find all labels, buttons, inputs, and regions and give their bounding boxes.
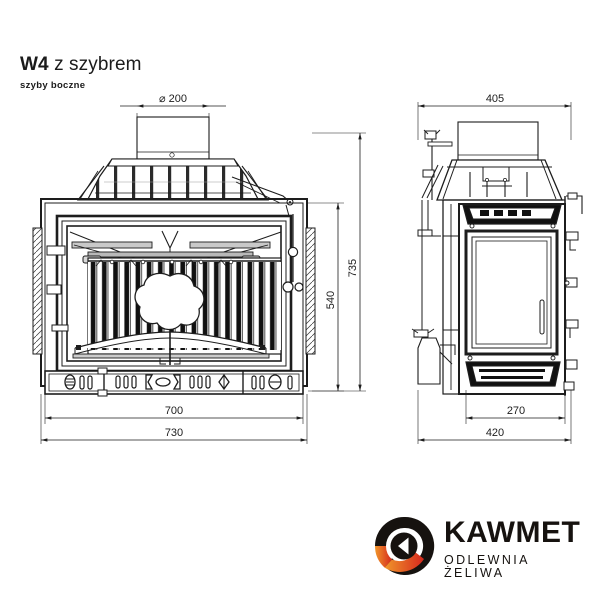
page-title: W4 z szybrem [20,55,142,74]
page-subtitle: szyby boczne [20,80,86,91]
side-bottom-grille [465,355,561,387]
plinth-vent-right [251,374,293,390]
door-latch [282,214,304,293]
side-right-fittings [563,192,583,396]
flue-collar [136,116,210,160]
front-elevation-view [32,116,316,397]
side-top-grille [462,204,562,229]
title-block: W4 z szybrem szyby boczne [20,55,142,91]
dimension-label-width-outer: 730 [165,427,183,439]
dimension-label-height-total: 735 [347,259,359,277]
dimension-label-flue: ⌀ 200 [159,93,187,105]
plinth-vent-center [115,373,230,391]
brand-tagline: ODLEWNIA ŻELIWA [444,553,530,580]
dimension-label-depth-outer: 420 [486,427,504,439]
dimension-outer-width: 730 [40,394,308,444]
dimension-label-width-inner: 700 [165,405,183,417]
product-variant: z szybrem [48,54,142,75]
dimension-side-inner-depth: 270 [465,390,566,424]
dimension-side-outer-depth: 420 [417,390,572,444]
side-left-structure [411,129,456,385]
left-hinge [46,245,69,332]
dimension-annotations: ⌀ 200 735 540 700 [40,93,572,444]
brand-logo: KAWMET ODLEWNIA ŻELIWA [372,512,587,584]
dimension-body-height: 540 [308,202,344,392]
side-glass-panel [464,229,559,356]
product-model: W4 [20,54,49,75]
log-retainer [72,331,270,365]
kawmet-mark-icon [374,516,435,575]
dimension-total-height: 735 [312,132,366,392]
dimension-inner-width: 700 [44,394,304,424]
dimension-flue-diameter: ⌀ 200 [120,93,226,150]
dimension-label-height-body: 540 [325,291,337,309]
brand-text: KAWMET ODLEWNIA ŻELIWA [444,518,587,579]
dimension-label-side-top: 405 [486,93,504,105]
bottom-plinth [44,367,304,397]
dimension-side-top-width: 405 [417,93,572,140]
side-elevation-view [411,121,583,396]
side-convection-plates [32,227,316,355]
dimension-label-depth-inner: 270 [507,405,525,417]
plinth-vent-left [64,374,93,390]
brand-name: KAWMET [444,516,581,549]
